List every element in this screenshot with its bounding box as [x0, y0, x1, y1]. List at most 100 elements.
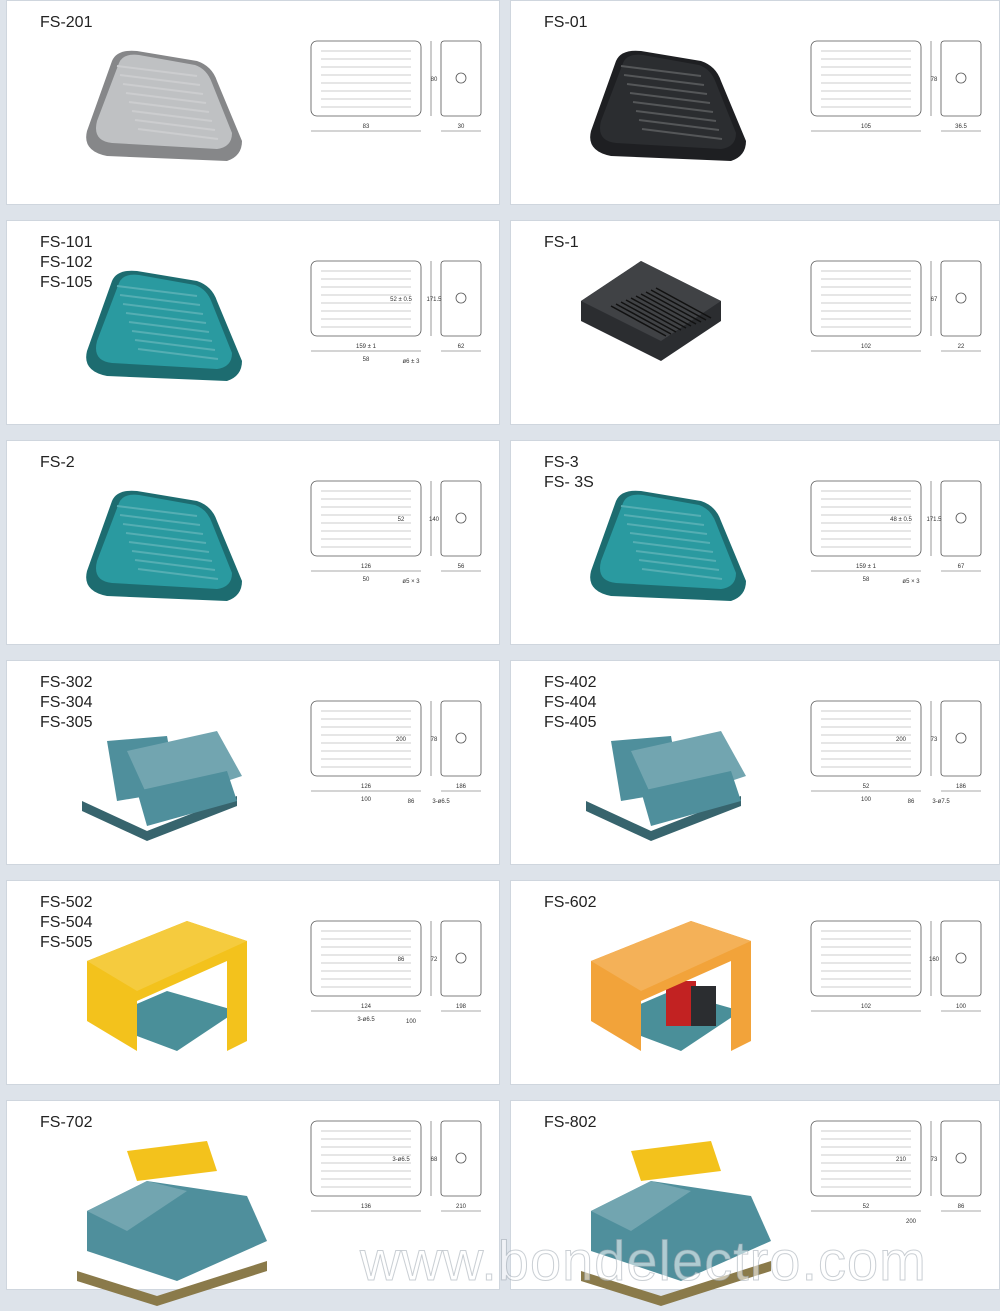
dimension-label: 73 — [931, 737, 938, 743]
product-image — [591, 921, 751, 1051]
model-number: FS-505 — [40, 934, 93, 951]
model-number: FS-305 — [40, 714, 93, 731]
model-number: FS-1 — [544, 234, 579, 251]
dimension-label: 30 — [458, 124, 465, 130]
dimension-drawing: 126 78 186 200 86 100 3-ø6.5 — [310, 700, 482, 805]
product-photo — [82, 731, 242, 841]
model-number: FS- 3S — [544, 474, 594, 491]
watermark: www.bondelectro.com — [360, 1229, 927, 1293]
dimension-label: 80 — [431, 77, 438, 83]
dimension-label: 86 — [408, 799, 415, 805]
product-photo — [86, 490, 242, 601]
product-image — [590, 50, 746, 161]
dimension-label: 62 — [458, 344, 465, 350]
dimension-label: 48 ± 0.5 — [890, 517, 912, 523]
product-image — [581, 261, 721, 361]
product-panel-fs-802: FS-802 52 73 86 210 200 — [510, 1100, 1000, 1306]
model-number: FS-201 — [40, 14, 93, 31]
dimension-label: 58 — [863, 577, 870, 583]
model-labels: FS-201 — [40, 13, 92, 33]
dimension-label: 73 — [931, 1157, 938, 1163]
dimension-label: ø5 × 3 — [902, 579, 920, 585]
dimension-label: 200 — [906, 1219, 917, 1225]
model-number: FS-802 — [544, 1114, 597, 1131]
model-labels: FS-1 — [544, 233, 579, 253]
dimension-label: 3-ø6.5 — [357, 1017, 375, 1023]
dimension-drawing: 52 73 86 210 200 — [810, 1120, 982, 1225]
model-number: FS-402 — [544, 674, 597, 691]
dimension-label: 67 — [958, 564, 965, 570]
model-number: FS-01 — [544, 14, 588, 31]
product-photo — [86, 270, 242, 381]
product-photo — [590, 50, 746, 161]
dimension-label: 186 — [956, 784, 967, 790]
product-photo — [586, 731, 746, 841]
dimension-label: ø5 × 3 — [402, 579, 420, 585]
dimension-label: 52 — [863, 1204, 870, 1210]
product-image — [86, 490, 242, 601]
technical-drawing: 83 80 30 — [310, 40, 482, 132]
dimension-label: 124 — [361, 1004, 372, 1010]
dimension-label: 78 — [431, 737, 438, 743]
dimension-label: 58 — [363, 357, 370, 363]
dimension-label: 3-ø7.5 — [932, 799, 950, 805]
dimension-label: 52 — [863, 784, 870, 790]
dimension-label: 159 ± 1 — [856, 564, 877, 570]
model-number: FS-3 — [544, 454, 579, 471]
model-number: FS-602 — [544, 894, 597, 911]
model-number: FS-702 — [40, 1114, 93, 1131]
product-image — [87, 921, 247, 1051]
dimension-label: 78 — [931, 77, 938, 83]
model-number: FS-404 — [544, 694, 597, 711]
dimension-label: 100 — [361, 797, 372, 803]
dimension-label: 50 — [363, 577, 370, 583]
product-image — [82, 731, 242, 841]
model-labels: FS-602 — [544, 893, 596, 913]
model-number: FS-105 — [40, 274, 93, 291]
dimension-label: 56 — [458, 564, 465, 570]
dimension-label: 102 — [861, 344, 872, 350]
model-labels: FS-01 — [544, 13, 588, 33]
dimension-label: 36.5 — [955, 124, 967, 130]
dimension-label: 86 — [958, 1204, 965, 1210]
dimension-label: 67 — [931, 297, 938, 303]
dimension-label: 3-ø6.5 — [432, 799, 450, 805]
product-photo — [86, 50, 242, 161]
dimension-label: 140 — [429, 517, 440, 523]
dimension-label: 83 — [363, 124, 370, 130]
dimension-label: 210 — [896, 1157, 907, 1163]
dimension-label: 159 ± 1 — [356, 344, 377, 350]
dimension-label: 200 — [396, 737, 407, 743]
model-labels: FS-802 — [544, 1113, 596, 1133]
dimension-label: 52 — [398, 517, 405, 523]
dimension-label: 200 — [896, 737, 907, 743]
model-number: FS-405 — [544, 714, 597, 731]
dimension-label: 86 — [398, 957, 405, 963]
dimension-label: 126 — [361, 784, 372, 790]
model-number: FS-102 — [40, 254, 93, 271]
dimension-label: 186 — [456, 784, 467, 790]
model-labels: FS-2 — [40, 453, 75, 473]
model-number: FS-2 — [40, 454, 75, 471]
